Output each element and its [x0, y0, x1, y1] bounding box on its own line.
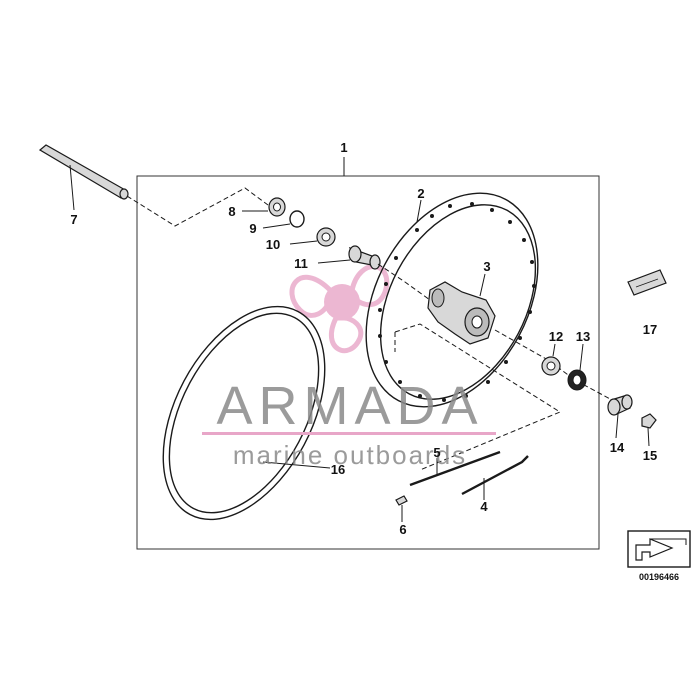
reference-code: 00196466: [639, 572, 679, 582]
hub-axis-dashline: [377, 263, 431, 301]
hub-part: [427, 273, 496, 345]
axle-dashline: [126, 187, 269, 227]
right-axis-dashline: [494, 329, 613, 401]
callout-17: 17: [643, 322, 657, 337]
spoke-short-part: [461, 455, 529, 500]
seal-ring-part: [268, 197, 286, 217]
spacer-right-part: [541, 343, 561, 376]
callout-2: 2: [417, 186, 424, 201]
watermark-brand: ARMADA: [216, 376, 483, 436]
callout-5: 5: [433, 445, 440, 460]
callout-9: 9: [249, 221, 256, 236]
assembly-frame: [136, 175, 600, 550]
bushing-part: [348, 245, 381, 270]
leader-10: [289, 240, 318, 245]
callout-3: 3: [483, 259, 490, 274]
spacer-part: [316, 227, 336, 247]
callout-16: 16: [331, 462, 345, 477]
circlip-part: [289, 210, 305, 228]
callout-7: 7: [70, 212, 77, 227]
callout-1: 1: [340, 140, 347, 155]
callout-11: 11: [294, 256, 308, 271]
callout-4: 4: [480, 499, 488, 514]
callout-14: 14: [610, 440, 625, 455]
spoke-nipple-part: [395, 495, 408, 522]
reference-box: [627, 530, 691, 568]
callout-13: 13: [576, 329, 590, 344]
watermark-logo-icon: [289, 264, 390, 354]
leader-11: [317, 259, 351, 264]
rim-part: [365, 192, 539, 408]
callout-6: 6: [399, 522, 406, 537]
arrow-icon: [635, 538, 674, 561]
lower-dashline: [394, 323, 562, 471]
sleeve-part: [607, 394, 633, 439]
spoke-long-part: [409, 450, 501, 487]
callout-15: 15: [643, 448, 657, 463]
rim-spoke-holes: [378, 202, 536, 402]
label-strip-part: [627, 269, 667, 296]
seal-right-part: [567, 343, 587, 391]
callout-10: 10: [266, 237, 280, 252]
nut-part: [641, 413, 657, 447]
watermark-rule: [202, 432, 496, 435]
callout-12: 12: [549, 329, 563, 344]
watermark-tagline: marine outboards: [233, 440, 467, 470]
axle-part: [38, 144, 129, 211]
callout-8: 8: [228, 204, 235, 219]
leader-9: [262, 223, 291, 229]
watermark: ARMADA marine outboards: [202, 376, 496, 470]
rim-band-part: [162, 305, 331, 521]
